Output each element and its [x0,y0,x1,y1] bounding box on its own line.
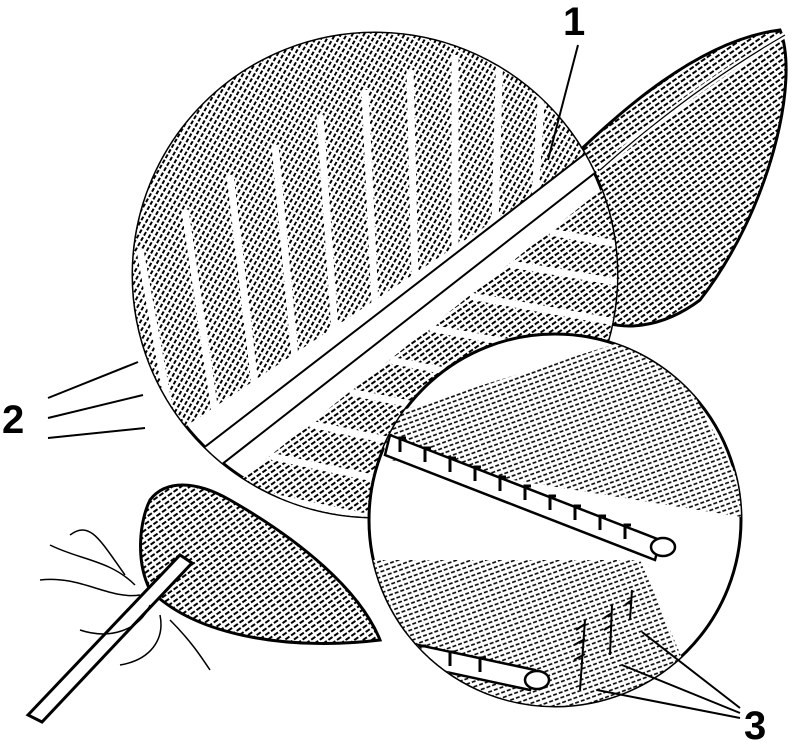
barb-cross-section [651,538,675,556]
leader-line-2c [48,428,145,438]
callout-label-3: 3 [744,706,766,746]
callout-label-1: 1 [563,2,585,42]
magnified-barbules-circle [369,330,760,720]
callout-label-2: 2 [2,400,24,440]
leader-line-2b [48,395,143,418]
leader-line-2a [48,362,138,398]
